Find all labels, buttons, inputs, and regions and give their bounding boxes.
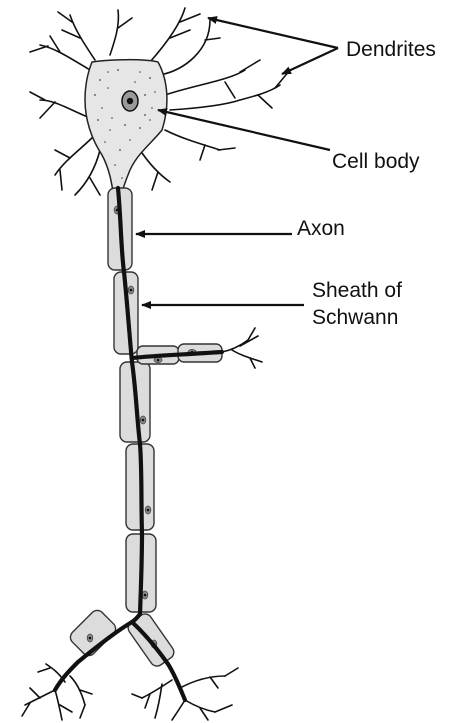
label-arrows: [136, 18, 338, 305]
label-axon: Axon: [297, 217, 345, 240]
label-sheath-line2: Schwann: [312, 306, 398, 329]
label-cell-body: Cell body: [332, 150, 420, 173]
collateral-branches: [222, 328, 262, 368]
cell-nucleus: [122, 91, 138, 111]
cell-body-shape: [85, 60, 167, 198]
label-sheath-line1: Sheath of: [312, 279, 402, 302]
label-dendrites: Dendrites: [346, 38, 436, 61]
